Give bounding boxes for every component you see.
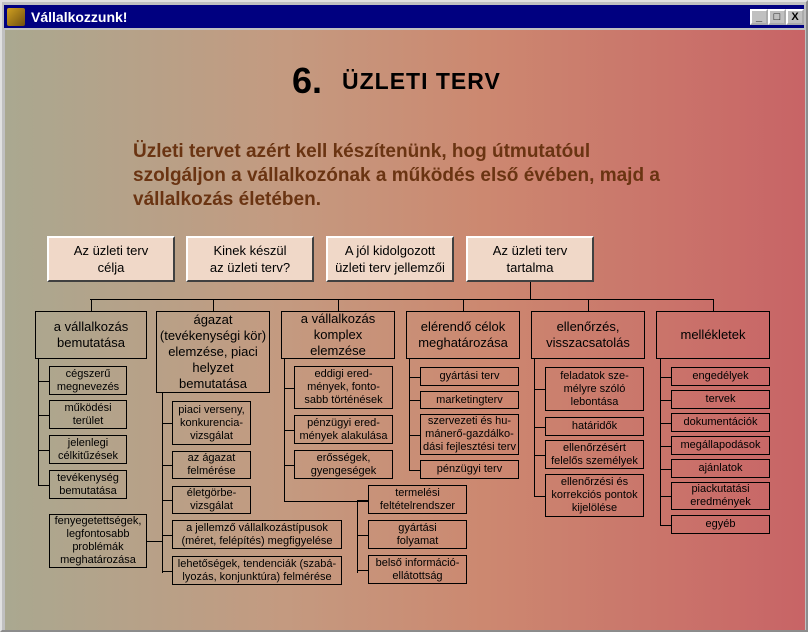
top-button-4[interactable]: Az üzleti terv tartalma <box>466 236 594 282</box>
connector-line <box>660 446 672 447</box>
connector-line <box>357 570 369 571</box>
connector-line <box>660 359 661 525</box>
connector-line <box>38 415 50 416</box>
intro-text: Üzleti tervet azért kell készítenünk, ho… <box>133 141 660 210</box>
sub-item-box: termelési feltételrendszer <box>368 485 467 514</box>
sub-item-box: gyártási terv <box>420 367 519 386</box>
sub-item-box: piaci verseny, konkurencia- vizsgálat <box>172 401 251 445</box>
app-icon <box>7 7 25 26</box>
connector-line <box>147 541 163 542</box>
sub-item-box: cégszerű megnevezés <box>49 366 127 395</box>
sub-item-box: határidők <box>545 417 644 436</box>
sub-item-box: feladatok sze- mélyre szóló lebontása <box>545 367 644 411</box>
connector-line <box>660 377 672 378</box>
title-bar[interactable]: Vállalkozzunk! _ □ X <box>4 5 804 28</box>
connector-line <box>90 299 713 300</box>
connector-line <box>463 299 464 312</box>
minimize-button[interactable]: _ <box>750 9 768 25</box>
sub-item-box: pénzügyi ered- mények alakulása <box>294 415 393 444</box>
sub-item-box: tervek <box>671 390 770 409</box>
connector-line <box>338 299 339 312</box>
connector-line <box>38 485 50 486</box>
category-box: ellenőrzés, visszacsatolás <box>531 311 645 359</box>
connector-line <box>284 465 295 466</box>
sub-item-box: tevékenység bemutatása <box>49 470 127 499</box>
sub-item-box: a jellemző vállalkozástípusok (méret, fe… <box>172 520 342 549</box>
maximize-button[interactable]: □ <box>768 9 786 25</box>
connector-line <box>162 535 173 536</box>
connector-line <box>588 299 589 312</box>
sub-item-box: ellenőrzésért felelős személyek <box>545 440 644 469</box>
window-title: Vállalkozzunk! <box>31 8 128 25</box>
connector-line <box>162 465 173 466</box>
connector-line <box>713 299 714 312</box>
sub-item-box: fenyegetettségek, legfontosabb problémák… <box>49 514 147 568</box>
sub-item-box: belső információ- ellátottság <box>368 555 467 584</box>
connector-line <box>409 377 421 378</box>
page-title: ÜZLETI TERV <box>342 68 501 94</box>
connector-line <box>660 525 672 526</box>
sub-item-box: egyéb <box>671 515 770 534</box>
connector-line <box>284 501 369 502</box>
sub-item-box: ellenőrzési és korrekciós pontok kijelöl… <box>545 474 644 517</box>
top-button-3[interactable]: A jól kidolgozott üzleti terv jellemzői <box>326 236 454 282</box>
connector-line <box>409 400 421 401</box>
sub-item-box: engedélyek <box>671 367 770 386</box>
sub-item-box: jelenlegi célkitűzések <box>49 435 127 464</box>
sub-item-box: erősségek, gyengeségek <box>294 450 393 479</box>
connector-line <box>409 359 410 470</box>
connector-line <box>534 389 546 390</box>
sub-item-box: működési terület <box>49 400 127 429</box>
sub-item-box: marketingterv <box>420 391 519 409</box>
slide-content: 6. ÜZLETI TERV Üzleti tervet azért kell … <box>5 30 805 630</box>
top-button-1[interactable]: Az üzleti terv célja <box>47 236 175 282</box>
connector-line <box>38 381 50 382</box>
connector-line <box>213 299 214 312</box>
connector-line <box>409 435 421 436</box>
close-button[interactable]: X <box>786 9 804 25</box>
sub-item-box: ajánlatok <box>671 459 770 478</box>
category-box: elérendő célok meghatározása <box>406 311 520 359</box>
connector-line <box>162 393 163 573</box>
sub-item-box: életgörbe- vizsgálat <box>172 486 251 514</box>
connector-line <box>530 282 531 300</box>
connector-line <box>162 423 173 424</box>
connector-line <box>357 535 369 536</box>
connector-line <box>660 423 672 424</box>
connector-line <box>38 450 50 451</box>
category-box: a vállalkozás komplex elemzése <box>281 311 395 359</box>
connector-line <box>38 359 39 485</box>
sub-item-box: eddigi ered- mények, fonto- sabb történé… <box>294 366 393 409</box>
connector-line <box>534 455 546 456</box>
sub-item-box: az ágazat felmérése <box>172 451 251 479</box>
category-box: a vállalkozás bemutatása <box>35 311 147 359</box>
connector-line <box>357 501 358 573</box>
top-button-2[interactable]: Kinek készül az üzleti terv? <box>186 236 314 282</box>
connector-line <box>409 470 421 471</box>
connector-line <box>162 571 173 572</box>
connector-line <box>660 496 672 497</box>
section-number: 6. <box>292 60 323 101</box>
sub-item-box: lehetőségek, tendenciák (szabá- lyozás, … <box>172 556 342 585</box>
connector-line <box>284 388 295 389</box>
connector-line <box>660 469 672 470</box>
sub-item-box: piackutatási eredmények <box>671 482 770 510</box>
category-box: mellékletek <box>656 311 770 359</box>
sub-item-box: szervezeti és hu- mánerő-gazdálko- dási … <box>420 414 519 455</box>
connector-line <box>91 299 92 312</box>
sub-item-box: pénzügyi terv <box>420 460 519 479</box>
connector-line <box>357 500 369 501</box>
connector-line <box>162 500 173 501</box>
connector-line <box>660 400 672 401</box>
sub-item-box: megállapodások <box>671 436 770 455</box>
category-box: ágazat (tevékenységi kör) elemzése, piac… <box>156 311 270 393</box>
connector-line <box>284 430 295 431</box>
sub-item-box: dokumentációk <box>671 413 770 432</box>
sub-item-box: gyártási folyamat <box>368 520 467 549</box>
connector-line <box>534 427 546 428</box>
connector-line <box>534 496 546 497</box>
